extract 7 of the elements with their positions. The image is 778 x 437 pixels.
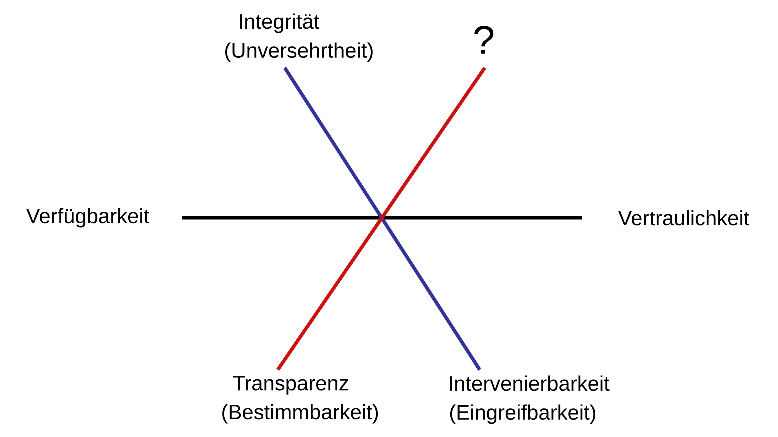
axis-label: Verfügbarkeit [26, 208, 150, 228]
axis-label: Integrität (Unversehrtheit) [226, 14, 373, 62]
question-mark: ? [474, 26, 494, 54]
axis-line [182, 216, 582, 220]
axis-label: Vertraulichkeit [618, 210, 750, 226]
axis-label: Transparenz (Bestimmbarkeit) [222, 376, 378, 424]
axis-label: Intervenierbarkeit (Eingreifbarkeit) [450, 376, 610, 424]
